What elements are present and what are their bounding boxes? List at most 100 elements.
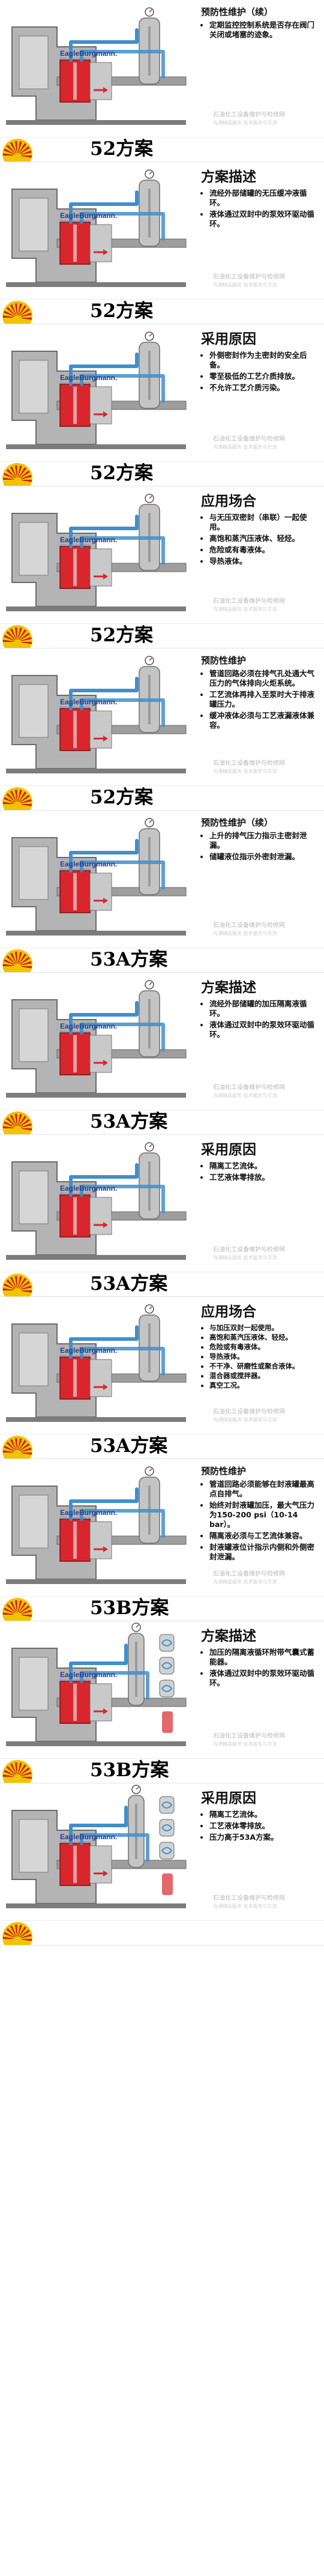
slide-text-panel: 采用原因隔离工艺流体。工艺液体零排放。 — [201, 1141, 320, 1184]
plan-title: 52方案 — [90, 138, 154, 160]
bullet-item: 储罐液位指示外密封泄漏。 — [209, 852, 320, 862]
return-pipe — [80, 1509, 165, 1538]
slide-heading: 预防性维护 — [201, 655, 247, 666]
slide-4: EagleBurgmann.Rely on excellence应用场合与无压双… — [0, 486, 324, 649]
return-pipe — [80, 1833, 149, 1862]
slide-heading: 方案描述 — [201, 1628, 256, 1644]
brand-name: EagleBurgmann. — [60, 536, 118, 544]
brand-name: EagleBurgmann. — [60, 1184, 118, 1193]
seal-plan-diagram — [6, 1142, 187, 1260]
petrochina-logo-icon — [2, 463, 32, 486]
outlet-pipe — [69, 1487, 139, 1521]
eagleburgmann-brand: EagleBurgmann.Rely on excellence — [60, 860, 117, 872]
bullet-list: 与加压双封一起使用。高饱和蒸汽压液体、轻烃。危险或有毒液体。导热液体。不干净、研… — [201, 1323, 320, 1389]
watermark-subtext: 沟通精品服务 技术服务与交流 — [213, 769, 277, 774]
slide-8: EagleBurgmann.Rely on excellence采用原因隔离工艺… — [0, 1135, 324, 1297]
bullet-item: 危险或有毒液体。 — [209, 545, 320, 555]
brand-name: EagleBurgmann. — [60, 860, 118, 868]
outlet-pipe — [69, 1806, 128, 1845]
seal-plan-diagram — [6, 818, 187, 936]
slide-heading: 预防性维护（续） — [201, 7, 274, 17]
eagleburgmann-brand: EagleBurgmann.Rely on excellence — [60, 1508, 117, 1520]
watermark-text: 石油化工设备维护与检修网 — [213, 1571, 285, 1577]
bullet-item: 流经外部储罐的加压隔离液循环。 — [209, 999, 320, 1018]
return-pipe — [80, 374, 165, 403]
watermark: 石油化工设备维护与检修网沟通精品服务 技术服务与交流 — [213, 922, 285, 937]
bladder-accumulator — [162, 1711, 173, 1733]
bullet-item: 上升的排气压力指示主密封泄漏。 — [209, 831, 320, 850]
bullet-item: 压力高于53A方案。 — [209, 1833, 320, 1842]
eagleburgmann-brand: EagleBurgmann.Rely on excellence — [60, 1833, 117, 1845]
bullet-item: 高饱和蒸汽压液体、轻烃。 — [209, 1333, 320, 1341]
bullet-list: 外侧密封作为主密封的安全后备。零至极低的工艺介质排放。不允许工艺介质污染。 — [201, 351, 320, 393]
watermark: 石油化工设备维护与检修网沟通精品服务 技术服务与交流 — [213, 1732, 285, 1748]
return-pipe — [80, 1023, 165, 1051]
seal-plan-diagram — [6, 1466, 187, 1584]
slide-footer — [0, 1596, 324, 1621]
watermark: 石油化工设备维护与检修网沟通精品服务 技术服务与交流 — [213, 760, 285, 775]
bullet-item: 危险或有毒液体。 — [209, 1343, 320, 1351]
bladder-accumulator — [162, 1873, 173, 1895]
watermark-text: 石油化工设备维护与检修网 — [213, 112, 285, 118]
brand-tagline: Rely on excellence — [60, 1030, 91, 1034]
petrochina-logo-icon — [2, 949, 32, 972]
slide-text-panel: 应用场合与加压双封一起使用。高饱和蒸汽压液体、轻烃。危险或有毒液体。导热液体。不… — [201, 1303, 320, 1391]
watermark: 石油化工设备维护与检修网沟通精品服务 技术服务与交流 — [213, 1084, 285, 1099]
plan-title: 53A方案 — [90, 949, 168, 970]
bullet-item: 液体通过双封中的泵效环驱动循环。 — [209, 1669, 320, 1688]
seal-plan-diagram — [6, 1785, 187, 1908]
petrochina-logo-icon — [2, 139, 32, 162]
plan-title: 53B方案 — [90, 1597, 169, 1619]
seal-plan-diagram — [6, 1304, 187, 1422]
watermark-text: 石油化工设备维护与检修网 — [213, 922, 285, 929]
slide-footer — [0, 785, 324, 810]
bullet-item: 导热液体。 — [209, 1352, 320, 1361]
watermark-subtext: 沟通精品服务 技术服务与交流 — [213, 282, 277, 288]
watermark-subtext: 沟通精品服务 技术服务与交流 — [213, 1093, 277, 1098]
watermark-text: 石油化工设备维护与检修网 — [213, 1409, 285, 1415]
plan-title: 52方案 — [90, 787, 154, 808]
seal-plan-diagram — [6, 169, 187, 287]
watermark-text: 石油化工设备维护与检修网 — [213, 1247, 285, 1253]
brand-name: EagleBurgmann. — [60, 1346, 118, 1355]
brand-tagline: Rely on excellence — [60, 1517, 91, 1520]
slide-heading: 预防性维护 — [201, 1466, 247, 1477]
slide-2: EagleBurgmann.Rely on excellence方案描述流经外部… — [0, 162, 324, 324]
brand-tagline: Rely on excellence — [60, 1355, 91, 1358]
bullet-item: 液体通过双封中的泵效环驱动循环。 — [209, 210, 320, 229]
slide-footer — [0, 137, 324, 162]
petrochina-logo-icon — [2, 1436, 32, 1459]
watermark: 石油化工设备维护与检修网沟通精品服务 技术服务与交流 — [213, 1246, 285, 1262]
bullet-item: 与无压双密封（串联）一起使用。 — [209, 513, 320, 532]
return-pipe — [80, 1347, 165, 1376]
slide-footer — [0, 1272, 324, 1296]
bullet-item: 液体通过双封中的泵效环驱动循环。 — [209, 1020, 320, 1039]
outlet-pipe — [69, 1643, 128, 1683]
bullet-list: 上升的排气压力指示主密封泄漏。储罐液位指示外密封泄漏。 — [201, 831, 320, 862]
eagleburgmann-brand: EagleBurgmann.Rely on excellence — [60, 1022, 117, 1034]
bullet-item: 工艺液体零排放。 — [209, 1173, 320, 1182]
petrochina-logo-icon — [2, 1111, 32, 1134]
seal-plan-diagram — [6, 494, 187, 611]
eagleburgmann-brand: EagleBurgmann.Rely on excellence — [60, 536, 117, 548]
watermark-subtext: 沟通精品服务 技术服务与交流 — [213, 1741, 277, 1747]
brand-name: EagleBurgmann. — [60, 49, 118, 58]
slide-footer — [0, 1110, 324, 1134]
bullet-list: 隔离工艺流体。工艺液体零排放。压力高于53A方案。 — [201, 1810, 320, 1842]
bullet-item: 导热液体。 — [209, 557, 320, 566]
bullet-item: 工艺液体零排放。 — [209, 1821, 320, 1831]
brand-tagline: Rely on excellence — [60, 868, 91, 872]
brand-tagline: Rely on excellence — [60, 706, 91, 710]
petrochina-logo-icon — [2, 625, 32, 648]
slide-text-panel: 方案描述流经外部储罐的无压缓冲液循环。液体通过双封中的泵效环驱动循环。 — [201, 168, 320, 231]
bullet-item: 始终对封液罐加压，最大气压力为150-200 psi（10-14 bar）。 — [209, 1501, 320, 1529]
plan-title: 53A方案 — [90, 1435, 168, 1457]
return-pipe — [80, 1185, 165, 1214]
slide-11: EagleBurgmann.Rely on excellence方案描述加压的隔… — [0, 1621, 324, 1783]
petrochina-logo-icon — [2, 1598, 32, 1621]
brand-tagline: Rely on excellence — [60, 382, 91, 385]
seal-plan-diagram — [6, 1622, 187, 1746]
slide-heading: 方案描述 — [201, 169, 256, 185]
petrochina-logo-icon — [2, 301, 32, 324]
